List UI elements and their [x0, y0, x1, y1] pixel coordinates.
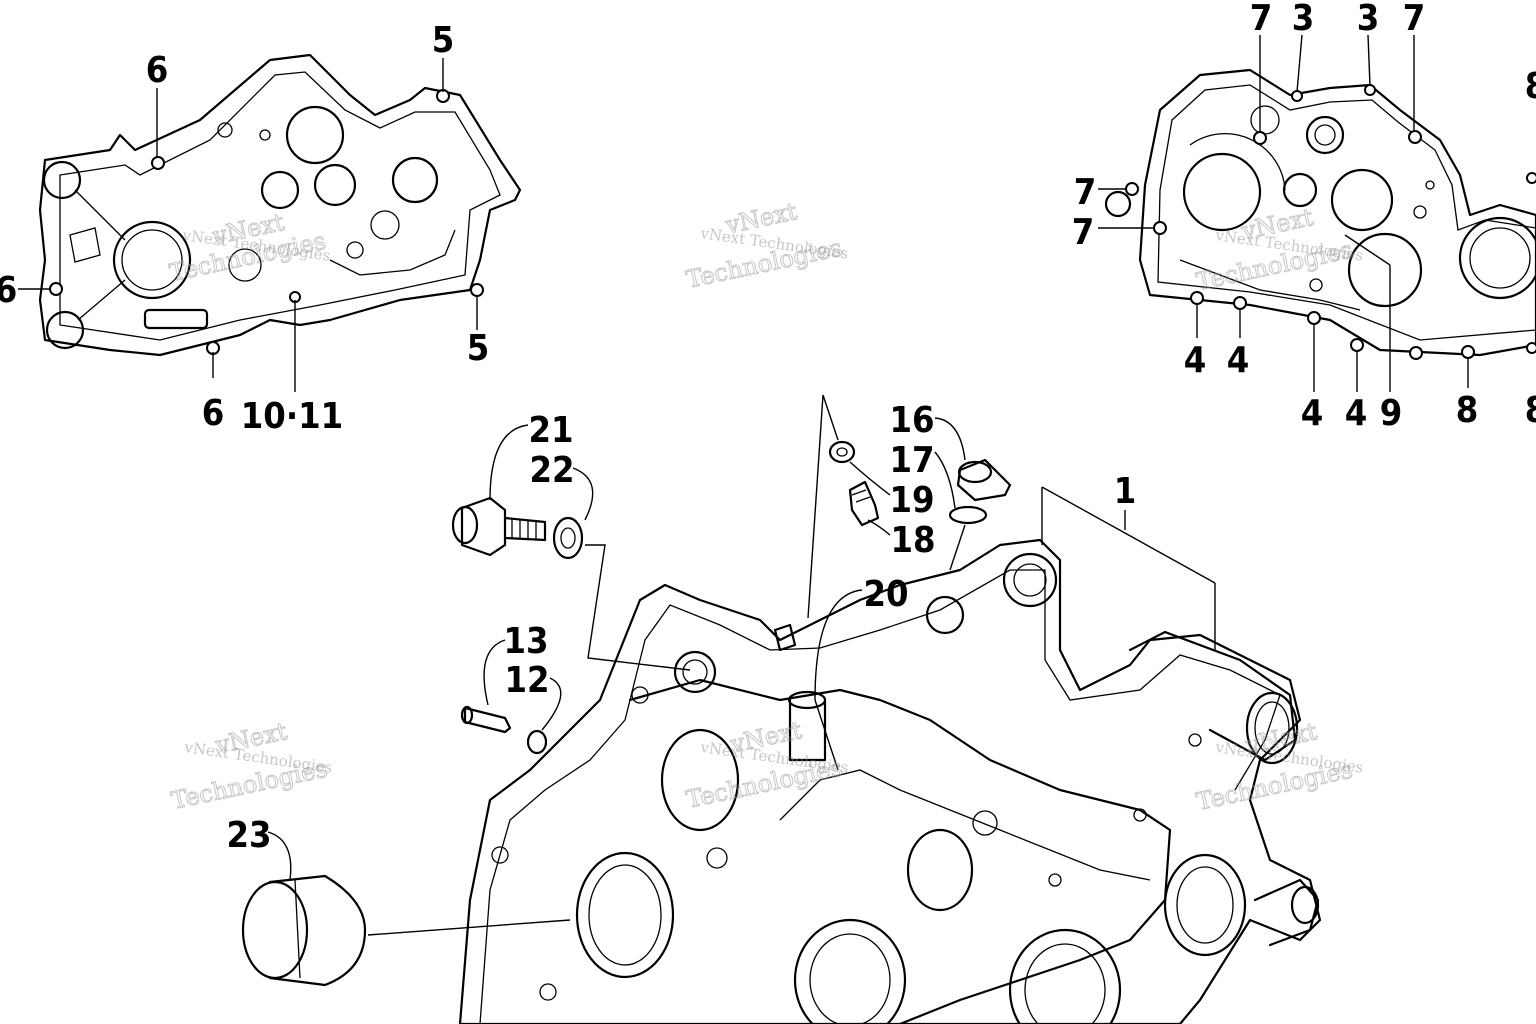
- washer-22: [552, 516, 584, 560]
- callout-19: 19: [889, 480, 934, 521]
- callout-7-side-a: 7: [1074, 172, 1097, 213]
- bolt-21: [451, 496, 547, 557]
- callout-7-top-a: 7: [1250, 0, 1273, 39]
- callout-20: 20: [863, 574, 908, 615]
- callout-17: 17: [889, 440, 934, 481]
- callout-8-top: 8: [1525, 66, 1536, 107]
- callout-6-left: 6: [0, 270, 17, 311]
- callout-4-b: 4: [1227, 340, 1250, 381]
- callout-9: 9: [1380, 393, 1403, 434]
- callout-13: 13: [503, 621, 548, 662]
- callout-12: 12: [504, 660, 549, 701]
- callout-3-top-b: 3: [1357, 0, 1380, 39]
- callout-21: 21: [528, 410, 573, 451]
- oring-12: [526, 729, 548, 755]
- callout-labels: 6 5 6 5 6 10·11 7 3 3 7 8 7 7 4 4 4 4 9 …: [0, 0, 1536, 856]
- cap-23: [241, 874, 367, 987]
- callout-16: 16: [889, 400, 934, 441]
- left-crankcase-half: [38, 53, 522, 357]
- callout-4-c: 4: [1301, 393, 1324, 434]
- callout-1: 1: [1114, 471, 1137, 512]
- callout-8-bottom-a: 8: [1456, 390, 1479, 431]
- callout-4-a: 4: [1184, 340, 1207, 381]
- bolt-18: [848, 480, 880, 527]
- watermarks: vNext Technologies vNext Technologies vN…: [167, 197, 1365, 817]
- callout-7-top-b: 7: [1403, 0, 1426, 39]
- plug-16: [956, 458, 1012, 502]
- dowel-pin-13: [460, 705, 512, 734]
- callout-6-bottom: 6: [202, 393, 225, 434]
- callout-6-top: 6: [146, 50, 169, 91]
- callout-10-11: 10·11: [241, 396, 343, 437]
- leader-lines: [18, 34, 1469, 936]
- washer-19: [828, 440, 856, 464]
- callout-22: 22: [529, 450, 574, 491]
- callout-23: 23: [226, 815, 271, 856]
- callout-4-d: 4: [1345, 393, 1368, 434]
- callout-8-bottom-b: 8: [1525, 390, 1536, 431]
- callout-18: 18: [890, 520, 935, 561]
- callout-3-top-a: 3: [1292, 0, 1315, 39]
- callout-5-bottom: 5: [467, 328, 490, 369]
- callout-5-top: 5: [432, 20, 455, 61]
- oring-17: [948, 505, 988, 525]
- crankcase-assembly: [458, 538, 1322, 1024]
- callout-7-side-b: 7: [1072, 212, 1095, 253]
- right-crankcase-half: [1104, 68, 1536, 360]
